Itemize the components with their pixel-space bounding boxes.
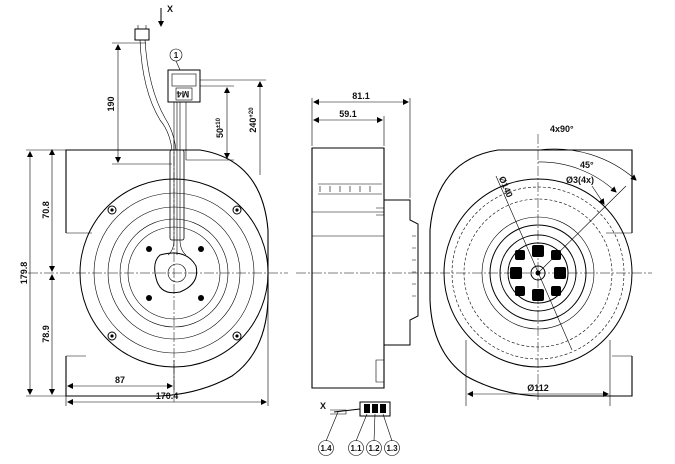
front-small-connector: [134, 28, 150, 41]
dim-50: 50±10: [215, 117, 225, 138]
side-view: 81.1 59.1: [296, 91, 430, 389]
rear-angle-arc: [537, 148, 637, 181]
dim-rear-angle: 45°: [580, 160, 594, 170]
dim-240: 240+20: [248, 107, 258, 133]
callout-number: 1: [174, 51, 179, 60]
svg-text:1.2: 1.2: [368, 444, 380, 453]
front-main-connector: M4: [167, 69, 201, 103]
rear-dia-line: [495, 175, 573, 351]
front-view: M4 X 1 190 50±10 240+20 179.8 70.8: [19, 4, 288, 406]
dim-width-total: 170.4: [156, 391, 179, 401]
connector-label: M4: [177, 89, 190, 99]
dim-side-width-partial: 59.1: [339, 109, 357, 119]
view-x-label: X: [167, 4, 173, 14]
pin-bubble-1-3: 1.3: [384, 440, 400, 456]
svg-text:1.4: 1.4: [320, 444, 332, 453]
dim-height-total: 179.8: [19, 262, 29, 285]
front-housing-outline: [65, 149, 269, 397]
dim-height-lower: 78.9: [41, 325, 51, 343]
dim-height-upper: 70.8: [41, 201, 51, 219]
side-housing-outline: [311, 147, 385, 389]
front-mounting-holes: [107, 205, 242, 341]
dim-cable-length: 190: [106, 96, 116, 111]
dim-rear-hole-dia: Ø3(4x): [566, 175, 594, 185]
svg-text:1.1: 1.1: [350, 444, 362, 453]
rear-view: Ø140 4x90° 45° Ø3(4x) Ø112: [424, 124, 652, 406]
pin-bubble-1-2: 1.2: [366, 440, 382, 456]
detail-x-label: X: [320, 401, 326, 411]
dim-side-width-total: 81.1: [352, 91, 370, 101]
front-hub: [154, 252, 198, 294]
dim-rear-holes-angle: 4x90°: [550, 124, 574, 134]
dim-width-partial: 87: [115, 375, 125, 385]
connector-detail: X 1.4 1.1 1.2 1.3: [318, 401, 400, 456]
pin-bubble-1-4: 1.4: [318, 440, 334, 456]
dim-rear-outer-dia: Ø112: [527, 383, 549, 393]
front-inner-screws: [146, 246, 204, 301]
front-cable-bundle: [139, 39, 187, 256]
svg-text:1.3: 1.3: [386, 444, 398, 453]
pin-bubble-1-1: 1.1: [348, 440, 364, 456]
